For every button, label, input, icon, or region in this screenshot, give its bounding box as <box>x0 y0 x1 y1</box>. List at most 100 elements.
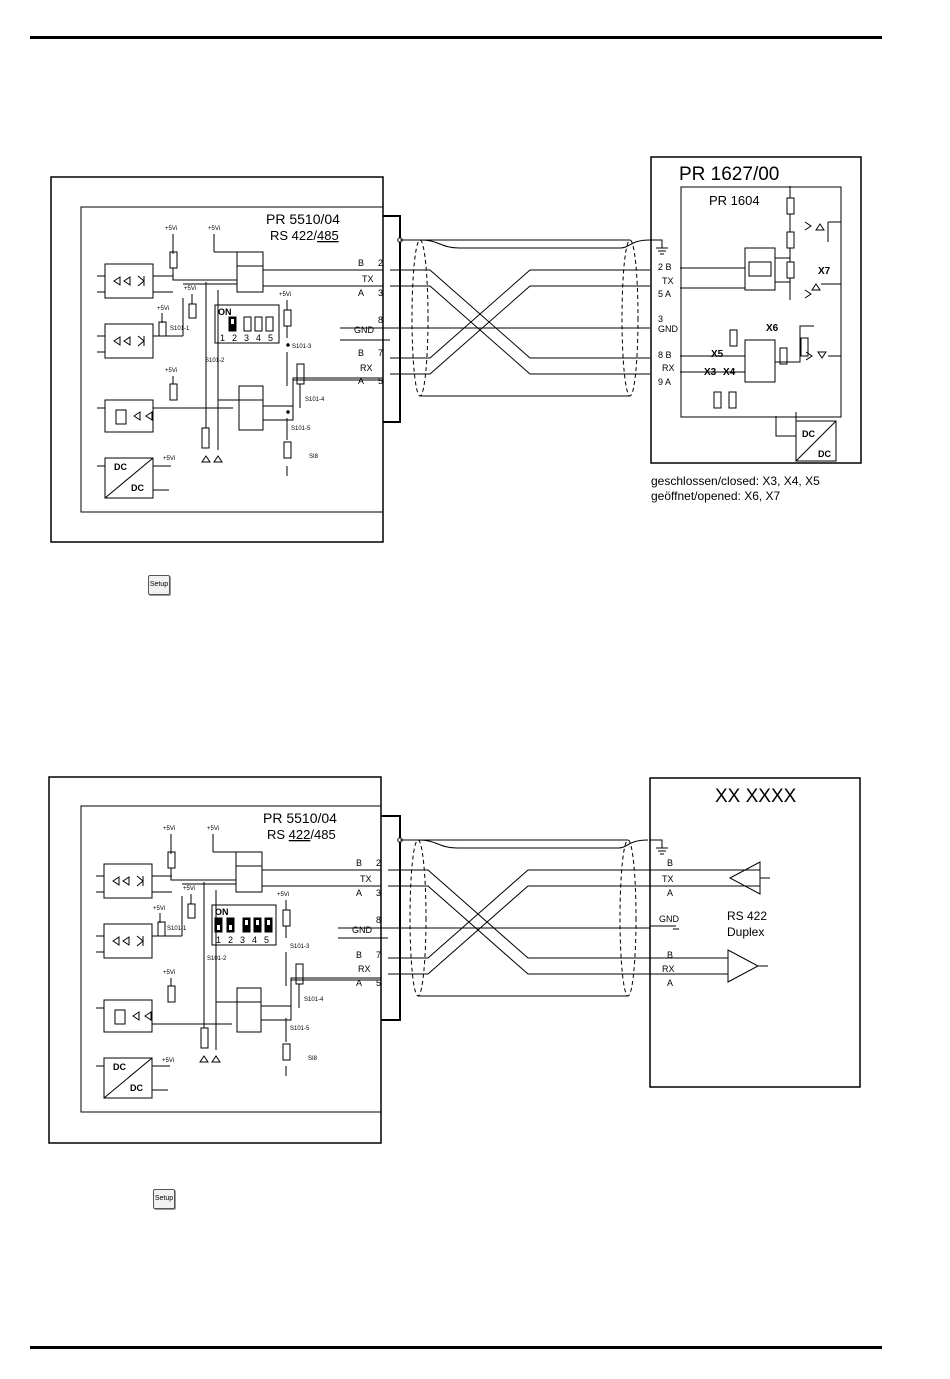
svg-text:3: 3 <box>378 288 383 298</box>
dc-top-label: DC <box>114 462 127 472</box>
dc-top-label-2: DC <box>113 1062 126 1072</box>
svg-text:B: B <box>667 858 673 868</box>
jumper-x3: X3 <box>704 367 717 378</box>
note-closed: geschlossen/closed: X3, X4, X5 <box>651 474 820 488</box>
remote-housing-2 <box>649 777 861 1088</box>
ref-label: SI8 <box>309 454 319 460</box>
driver-ic-rx-2 <box>236 977 381 1033</box>
device-title-2: PR 5510/04 <box>263 810 337 826</box>
svg-text:3: 3 <box>240 935 245 945</box>
rs422-driver <box>650 861 770 895</box>
optocoupler-1-b <box>96 863 172 899</box>
svg-text:GND: GND <box>659 914 680 924</box>
svg-text:2: 2 <box>232 333 237 343</box>
switch-s101-4-b: S101-4 <box>304 997 324 1003</box>
dc-converter <box>97 457 171 499</box>
svg-text:B: B <box>356 950 362 960</box>
switch-s101-3-b: S101-3 <box>290 944 310 950</box>
dip-numbers-2: 1 2 3 4 5 <box>216 935 269 945</box>
jumper-x5: X5 <box>711 349 724 360</box>
svg-text:1: 1 <box>220 333 225 343</box>
switch-s101-1-b: S101-1 <box>167 926 187 932</box>
jumper-x7: X7 <box>818 266 831 277</box>
svg-text:+5Vi: +5Vi <box>163 970 175 976</box>
svg-text:5: 5 <box>376 978 381 988</box>
device-board-2 <box>80 805 382 1113</box>
jumper-x6: X6 <box>766 323 779 334</box>
setup-key-icon: Setup <box>148 575 170 595</box>
svg-text:4: 4 <box>252 935 257 945</box>
svg-text:A: A <box>358 288 364 298</box>
svg-text:TX: TX <box>662 276 674 286</box>
svg-text:2 B: 2 B <box>658 262 672 272</box>
cable <box>390 239 651 397</box>
svg-text:RX: RX <box>360 363 373 373</box>
optocoupler-2-b <box>96 923 182 959</box>
top-rule <box>30 36 882 39</box>
svg-text:+5Vi: +5Vi <box>279 292 291 298</box>
svg-text:3: 3 <box>244 333 249 343</box>
dc-converter-2 <box>96 1057 170 1099</box>
switch-s101-5-b: S101-5 <box>290 1026 310 1032</box>
svg-text:2: 2 <box>228 935 233 945</box>
switch-s101-2: S101-2 <box>205 358 225 364</box>
device-board <box>80 206 384 513</box>
dc-bottom-label-2: DC <box>130 1083 143 1093</box>
dip-numbers: 1 2 3 4 5 <box>220 333 273 343</box>
supply-markers-2: +5Vi +5Vi +5Vi +5Vi +5Vi +5Vi +5Vi <box>153 826 289 1064</box>
svg-text:B: B <box>358 258 364 268</box>
device-pin-labels: B 2 TX A 3 8 GND B 7 RX A 5 <box>354 258 383 386</box>
svg-text:9 A: 9 A <box>658 377 671 387</box>
svg-text:RX: RX <box>662 363 675 373</box>
remote-receiver-ic <box>680 186 841 300</box>
cable-2 <box>388 839 650 997</box>
svg-text:A: A <box>356 888 362 898</box>
dc-bottom-label: DC <box>131 483 144 493</box>
svg-text:GND: GND <box>658 324 679 334</box>
device-pin-labels-2: B 2 TX A 3 8 GND B 7 RX A 5 <box>352 858 381 988</box>
svg-text:5: 5 <box>378 376 383 386</box>
svg-text:5: 5 <box>264 935 269 945</box>
switch-s101-3: S101-3 <box>292 344 312 350</box>
remote-pin-labels: 2 B TX 5 A 3 GND 8 B RX 9 A <box>658 262 679 387</box>
svg-text:RX: RX <box>662 964 675 974</box>
device-subtitle: RS 422/485 <box>270 228 339 243</box>
svg-text:5: 5 <box>268 333 273 343</box>
svg-text:GND: GND <box>352 925 373 935</box>
remote-mode-line1: RS 422 <box>727 909 767 923</box>
switch-s101-5: S101-5 <box>291 426 311 432</box>
dip-switch-2 <box>211 904 277 946</box>
svg-text:TX: TX <box>360 874 372 884</box>
svg-text:A: A <box>667 978 673 988</box>
svg-text:+5Vi: +5Vi <box>163 456 175 462</box>
driver-ic-tx <box>236 251 383 293</box>
svg-text:+5Vi: +5Vi <box>163 826 175 832</box>
switch-s101-1: S101-1 <box>170 326 190 332</box>
driver-ic-rx <box>238 377 383 431</box>
dip-on-label-2: ON <box>215 907 229 917</box>
note-opened: geöffnet/opened: X6, X7 <box>651 489 781 503</box>
jumper-x4: X4 <box>723 367 736 378</box>
svg-text:+5Vi: +5Vi <box>153 906 165 912</box>
svg-text:1: 1 <box>216 935 221 945</box>
wiring-diagram-pr1627: PR 5510/04 RS 422/485 DC DC +5Vi +5Vi +5… <box>50 156 862 543</box>
remote-dc-top: DC <box>802 429 815 439</box>
remote-pin-labels-2: B TX A GND B RX A <box>659 858 680 988</box>
remote-housing <box>650 156 862 464</box>
svg-text:TX: TX <box>662 874 674 884</box>
optocoupler-1 <box>97 263 173 299</box>
svg-text:B: B <box>358 348 364 358</box>
remote-dc-bottom: DC <box>818 449 831 459</box>
wiring-diagram-rs422: PR 5510/04 RS 422/485 DC DC +5Vi +5Vi +5… <box>48 776 861 1144</box>
device-title: PR 5510/04 <box>266 211 340 227</box>
svg-text:RX: RX <box>358 964 371 974</box>
remote-mode-line2: Duplex <box>727 925 764 939</box>
svg-text:7: 7 <box>376 950 381 960</box>
svg-text:2: 2 <box>378 258 383 268</box>
svg-text:7: 7 <box>378 348 383 358</box>
svg-text:+5Vi: +5Vi <box>184 286 196 292</box>
svg-text:8: 8 <box>376 915 381 925</box>
ref-label-2: SI8 <box>308 1056 318 1062</box>
switch-s101-4: S101-4 <box>305 397 325 403</box>
dip-on-label: ON <box>218 307 232 317</box>
